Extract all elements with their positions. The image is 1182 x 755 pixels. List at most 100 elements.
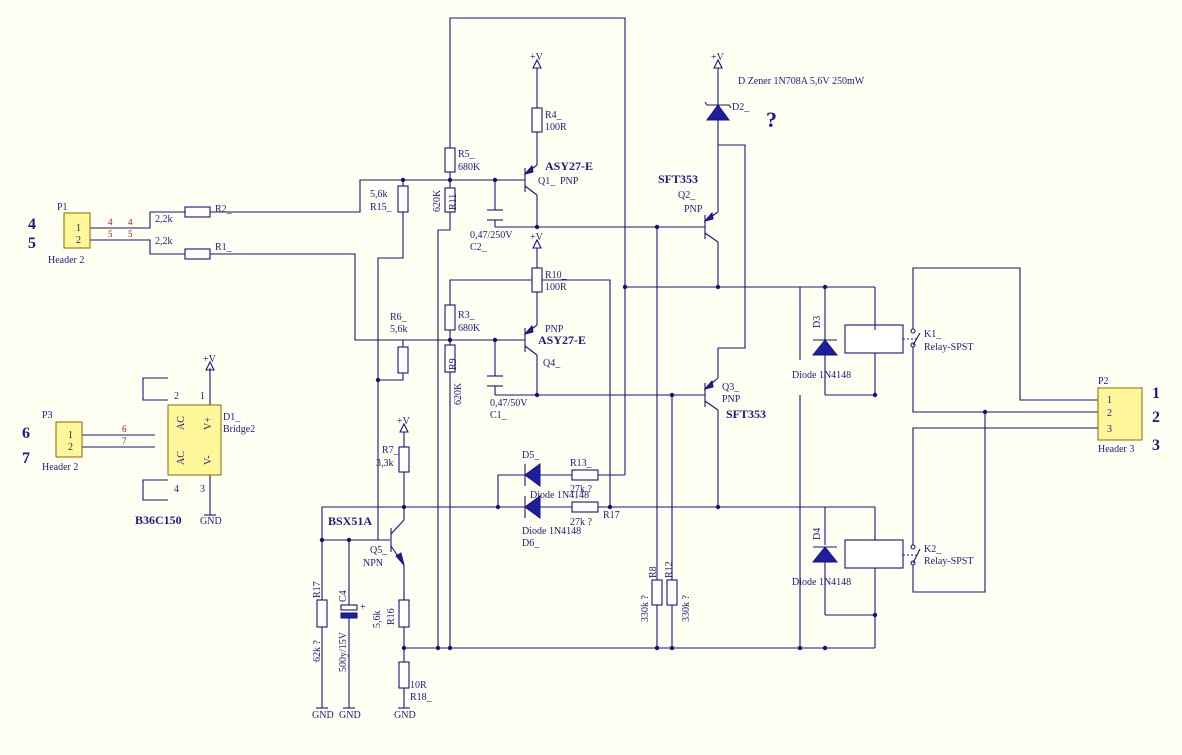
label-relays-0-name: Relay-SPST [924, 342, 973, 353]
label-transistors-1-ref: Q4_ [543, 358, 561, 369]
label-bridge-ref: D1_ [223, 412, 241, 423]
diodes: D Zener 1N708A 5,6V 250mW D2_ ? D3 Diode… [522, 76, 865, 588]
label-resistors-3-value: 680K [458, 162, 481, 173]
label-diodes-4-ref: D6_ [522, 538, 540, 549]
label-capacitors-2-ref: C4 [338, 590, 349, 602]
label-capacitors-0-ref: C2_ [470, 242, 488, 253]
label-resistors-15-value: 10R [410, 680, 427, 691]
label-power-gnd: GND [312, 710, 334, 721]
label-connectors-2-pins-2: 3 [1107, 424, 1112, 435]
label-resistors-6-value: 100R [545, 282, 567, 293]
label-resistors-14-value: 5,6k [372, 611, 383, 629]
r14-ref: R17 [603, 510, 620, 521]
label-transistors-1-type: PNP [545, 324, 564, 335]
label-transistors-0-ref: Q1_ [538, 176, 556, 187]
label-connectors-0-ref: P1 [57, 202, 68, 213]
label-transistors-2-type: PNP [684, 204, 703, 215]
label-resistors-10-value: 3,3k [376, 458, 394, 469]
label-diodes-4-name: Diode 1N4148 [522, 526, 581, 537]
label-connectors-2-pins-1: 2 [1107, 408, 1112, 419]
connector-p1: P1 1 2 Header 2 4 4 5 5 4 5 [28, 202, 133, 266]
label-connectors-1-pins-1: 2 [68, 442, 73, 453]
label-power-vplus: +V [530, 232, 544, 243]
label-resistors-8-ref: R6_ [390, 312, 408, 323]
label-transistors-2-ref: Q2_ [678, 190, 696, 201]
label-connectors-2-name: Header 3 [1098, 444, 1134, 455]
label-transistors-3-type: PNP [722, 394, 741, 405]
label-relays-0-ref: K1_ [924, 329, 942, 340]
label-connectors-1-nets-0: 6 [122, 424, 127, 434]
junctions [319, 177, 988, 651]
p2-net-label-3: 3 [1152, 437, 1160, 454]
label-resistors-1-value: 2,2k [155, 236, 173, 247]
label-resistors-11-ref: R13_ [570, 458, 593, 469]
connector-p2: P2 1 2 3 Header 3 1 2 3 [1097, 376, 1160, 455]
svg-text:+: + [360, 602, 366, 613]
label-resistors-0-value: 2,2k [155, 214, 173, 225]
label-diodes-1-name: Diode 1N4148 [792, 370, 851, 381]
label-resistors-14-ref: R16 [386, 608, 397, 625]
label-resistors-11-value: 27k ? [570, 484, 593, 495]
label-bridge-labels-1: AC [176, 451, 187, 465]
label-diodes-2-ref: D4 [812, 528, 823, 540]
label-resistors-7-value: 680K [458, 323, 481, 334]
relays: K1_ Relay-SPST K2_ Relay-SPST [844, 324, 973, 570]
label-diodes-2-name: Diode 1N4148 [792, 577, 851, 588]
label-connectors-0-wire_labels-1: 4 [128, 217, 133, 227]
label-relays-1-name: Relay-SPST [924, 556, 973, 567]
p3-net-label-7: 7 [22, 450, 30, 467]
label-transistors-4-type: NPN [363, 558, 383, 569]
label-connectors-1-name: Header 2 [42, 462, 78, 473]
label-connectors-0-wire_labels-2: 5 [108, 229, 113, 239]
label-capacitors-0-value: 0,47/250V [470, 230, 513, 241]
label-connectors-0-pins-1: 2 [76, 235, 81, 246]
label-transistors-2-part: SFT353 [658, 172, 698, 186]
power-symbols: +V +V +V +V +V GND GND GND GND [200, 52, 725, 721]
transistors: ASY27-E Q1_ PNP PNP ASY27-E Q4_ SFT353 Q… [328, 159, 766, 569]
label-connectors-0-pins-0: 1 [76, 223, 81, 234]
label-transistors-0-part: ASY27-E [545, 159, 593, 173]
connector-p3: P3 1 2 Header 2 6 7 6 7 [22, 410, 127, 473]
label-connectors-0-wire_labels-3: 5 [128, 229, 133, 239]
label-resistors-6-ref: R10_ [545, 270, 568, 281]
label-resistors-2-ref: R4_ [545, 110, 563, 121]
p1-net-label-4: 4 [28, 216, 36, 233]
label-diodes-1-ref: D3 [812, 316, 823, 328]
label-resistors-8-value: 5,6k [390, 324, 408, 335]
label-diodes-3-ref: D5_ [522, 450, 540, 461]
label-resistors-1-ref: R1_ [215, 242, 233, 253]
label-resistors-9-value: 620K [453, 382, 464, 405]
label-power-gnd: GND [200, 516, 222, 527]
bridge-rectifier: 2 1 4 3 AC AC V+ V- D1_ Bridge2 B36C150 [135, 391, 255, 527]
label-power-gnd: GND [339, 710, 361, 721]
label-bridge-pins-1: 1 [200, 391, 205, 402]
label-resistors-17-ref: R12 [664, 561, 675, 578]
label-capacitors-1-value: 0,47/50V [490, 398, 528, 409]
label-transistors-3-part: SFT353 [726, 407, 766, 421]
label-resistors-16-ref: R8 [648, 566, 659, 578]
label-bridge-part: B36C150 [135, 513, 182, 527]
p2-net-label-1: 1 [1152, 385, 1160, 402]
label-resistors-16-value: 330k ? [640, 595, 651, 623]
label-resistors-5-ref: R11 [448, 194, 459, 210]
label-bridge-labels-3: V- [203, 455, 214, 465]
label-connectors-0-name: Header 2 [48, 255, 84, 266]
label-bridge-pins-2: 4 [174, 484, 179, 495]
label-bridge-pins-3: 3 [200, 484, 205, 495]
label-diodes-3-name: Diode 1N4148 [530, 490, 589, 501]
label-resistors-4-value: 5,6k [370, 189, 388, 200]
label-bridge-labels-0: AC [176, 416, 187, 430]
label-resistors-3-ref: R5_ [458, 149, 476, 160]
p2-net-label-2: 2 [1152, 409, 1160, 426]
label-resistors-17-value: 330k ? [681, 595, 692, 623]
label-resistors-9-ref: R9 [448, 358, 459, 370]
label-diodes-0-name: D Zener 1N708A 5,6V 250mW [738, 76, 865, 87]
label-resistors-15-ref: R18_ [410, 692, 433, 703]
label-resistors-12-value: 27k ? [570, 517, 593, 528]
label-connectors-1-ref: P3 [42, 410, 53, 421]
label-resistors-13-value: 62k ? [312, 640, 323, 663]
label-resistors-7-ref: R3_ [458, 310, 476, 321]
label-transistors-4-ref: Q5_ [370, 545, 388, 556]
